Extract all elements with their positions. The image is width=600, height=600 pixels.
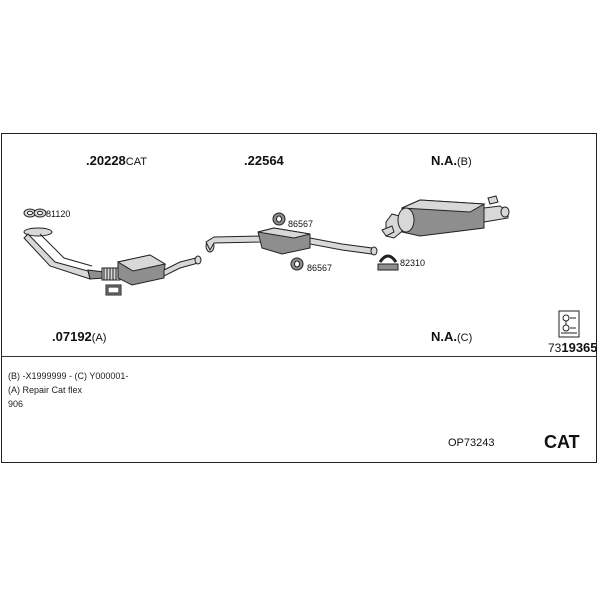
front-pipe-07192-illustration[interactable] — [23, 227, 121, 281]
section-divider — [1, 356, 597, 357]
part-label-rear-c[interactable]: N.A.(C) — [431, 328, 472, 346]
part-suffix: (B) — [457, 156, 472, 168]
part-number: 07192 — [55, 329, 92, 344]
part-label-22564[interactable]: .22564 — [244, 152, 284, 170]
part-number: 19365 — [561, 340, 598, 355]
clamp-cat-illustration[interactable] — [105, 284, 122, 296]
cat-badge: CAT — [544, 432, 580, 452]
note-line-1: (B) -X1999999 - (C) Y000001- — [8, 371, 129, 381]
part-suffix: (C) — [457, 332, 473, 344]
rear-silencer-illustration[interactable] — [381, 195, 510, 239]
note-line-2: (A) Repair Cat flex — [8, 385, 83, 395]
small-part-label-86567-top[interactable]: 86567 — [288, 219, 314, 229]
part-suffix: (A) — [91, 332, 107, 344]
note-line-3: 906 — [8, 399, 24, 409]
diagram-frame — [1, 133, 597, 463]
part-number: N.A. — [431, 329, 457, 344]
part-label-07192[interactable]: .07192(A) — [52, 328, 106, 346]
gasket-81120-illustration[interactable] — [23, 208, 47, 218]
part-label-20228[interactable]: .20228CAT — [86, 152, 147, 170]
small-part-label-81120[interactable]: 81120 — [46, 209, 71, 219]
fastener-kit-icon — [558, 310, 580, 338]
catalytic-converter-20228-illustration[interactable] — [116, 254, 202, 286]
part-suffix: CAT — [125, 156, 147, 168]
part-prefix: . — [52, 329, 56, 344]
part-number: N.A. — [431, 153, 457, 168]
part-number: 22564 — [247, 153, 284, 168]
part-prefix: 73 — [548, 341, 562, 355]
small-part-label-86567-bottom[interactable]: 86567 — [307, 263, 333, 273]
part-prefix: . — [244, 153, 248, 168]
small-part-label-82310[interactable]: 82310 — [400, 258, 426, 268]
hanger-86567-top-illustration[interactable] — [272, 212, 286, 226]
part-label-kit[interactable]: 7319365 — [548, 339, 598, 357]
middle-silencer-22564-illustration[interactable] — [205, 227, 378, 256]
part-prefix: . — [86, 153, 90, 168]
footer-code: OP73243 — [448, 437, 495, 449]
part-number: 20228 — [89, 153, 126, 168]
hanger-86567-bottom-illustration[interactable] — [290, 257, 304, 271]
part-label-rear-b[interactable]: N.A.(B) — [431, 152, 472, 170]
clamp-82310-illustration[interactable] — [377, 254, 399, 271]
